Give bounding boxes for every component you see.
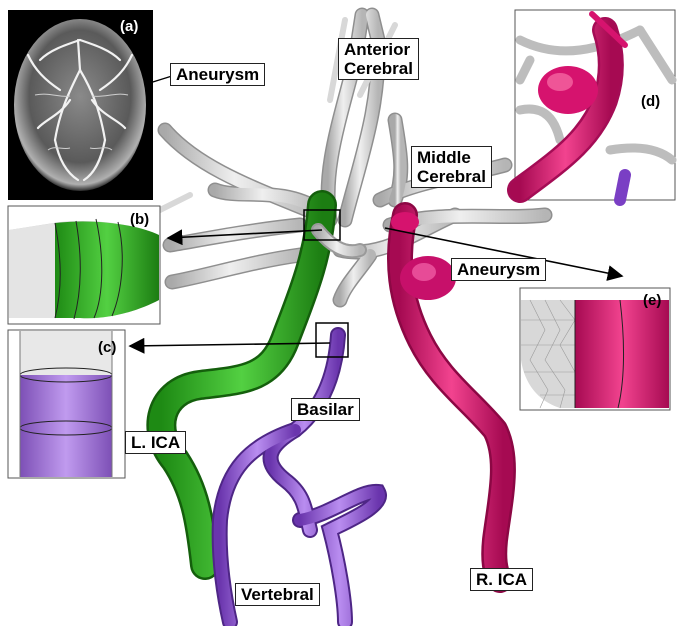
middle-cerebral-line1: Middle [417,148,486,167]
aneurysm-main-label: Aneurysm [451,258,546,281]
anterior-cerebral-line1: Anterior [344,40,413,59]
right-ica-label: R. ICA [470,568,533,591]
panel-tag-c: (c) [98,339,116,356]
panel-tag-e: (e) [643,292,661,309]
middle-cerebral-line2: Cerebral [417,167,486,186]
left-ica-label: L. ICA [125,431,186,454]
panel-tag-d: (d) [641,93,660,110]
panel-tag-a: (a) [120,18,138,35]
panel-a-scan [8,10,153,200]
vertebral-label: Vertebral [235,583,320,606]
middle-cerebral-label: Middle Cerebral [411,146,492,188]
anterior-cerebral-line2: Cerebral [344,59,413,78]
arrow-to-panel-c [130,343,330,346]
panel-tag-b: (b) [130,211,149,228]
aneurysm-inset-label: Aneurysm [170,63,265,86]
basilar-label: Basilar [291,398,360,421]
anterior-cerebral-label: Anterior Cerebral [338,38,419,80]
